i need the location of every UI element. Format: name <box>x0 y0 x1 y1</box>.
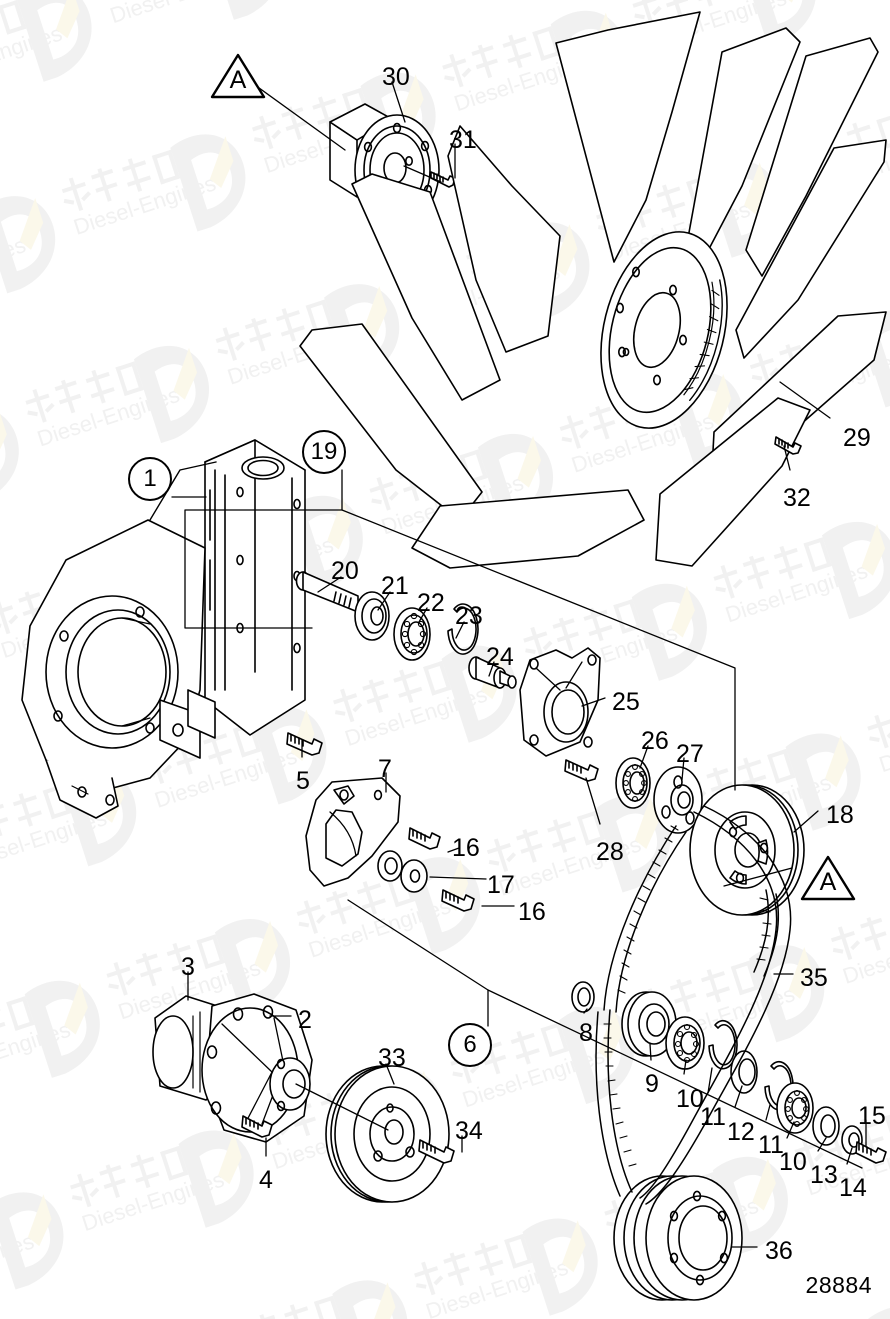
reference-mark-label: A <box>229 66 247 94</box>
part-label-spacer-bush: 14 <box>839 1174 867 1202</box>
part-label-circlip: 11 <box>700 1103 726 1131</box>
part-label-pulley-screw: 34 <box>455 1117 483 1145</box>
part-label-ball-bearing: 26 <box>641 727 669 755</box>
reference-mark-a: A <box>800 854 856 902</box>
part-label-tensioner-screw: 16 <box>452 834 480 862</box>
group-callout-6: 6 <box>448 1023 492 1067</box>
part-label-idler-hub: 27 <box>676 740 704 768</box>
group-callout-1: 1 <box>128 457 172 501</box>
part-label-ball-bearing: 10 <box>779 1148 807 1176</box>
reference-mark-a: A <box>210 52 266 100</box>
part-label-tensioner-washer: 17 <box>487 871 515 899</box>
part-label-hub-screw: 15 <box>858 1102 886 1130</box>
part-label-spacer-ring: 12 <box>727 1118 755 1146</box>
part-label-pump-housing: 2 <box>298 1006 312 1034</box>
part-label-hub-sleeve: 9 <box>645 1070 659 1098</box>
part-label-idler-bracket: 25 <box>612 688 640 716</box>
part-label-washer-ring: 13 <box>810 1161 838 1189</box>
part-label-shoulder-bolt: 20 <box>331 557 359 585</box>
drawing-number: 28884 <box>805 1272 872 1298</box>
part-label-tensioner-arm: 7 <box>378 755 392 783</box>
part-label-flange-screw: 28 <box>596 838 624 866</box>
part-label-pump-pulley: 33 <box>378 1044 406 1072</box>
part-label-belt-pulley: 18 <box>826 801 854 829</box>
reference-mark-label: A <box>819 868 837 896</box>
part-label-pump-impeller-body: 3 <box>181 953 195 981</box>
group-callout-19: 19 <box>302 430 346 474</box>
part-label-fan-hub: 30 <box>382 63 410 91</box>
part-label-cooling-fan: 29 <box>843 424 871 452</box>
part-label-pulley-roller: 21 <box>381 572 409 600</box>
part-label-pump-screw: 4 <box>259 1166 273 1194</box>
part-label-ball-bearing: 22 <box>417 589 445 617</box>
part-label-seal-ring: 8 <box>579 1019 593 1047</box>
part-label-bushing-stud: 24 <box>486 643 514 671</box>
part-label-drive-belt: 35 <box>800 964 828 992</box>
part-label-tensioner-screw: 16 <box>518 898 546 926</box>
part-label-retaining-ring: 23 <box>455 602 483 630</box>
part-label-fan-screw: 32 <box>783 484 811 512</box>
part-label-fan-hub-screw: 31 <box>449 126 477 154</box>
part-label-crankshaft-pulley: 36 <box>765 1237 793 1265</box>
part-label-bracket-screw: 5 <box>296 767 310 795</box>
